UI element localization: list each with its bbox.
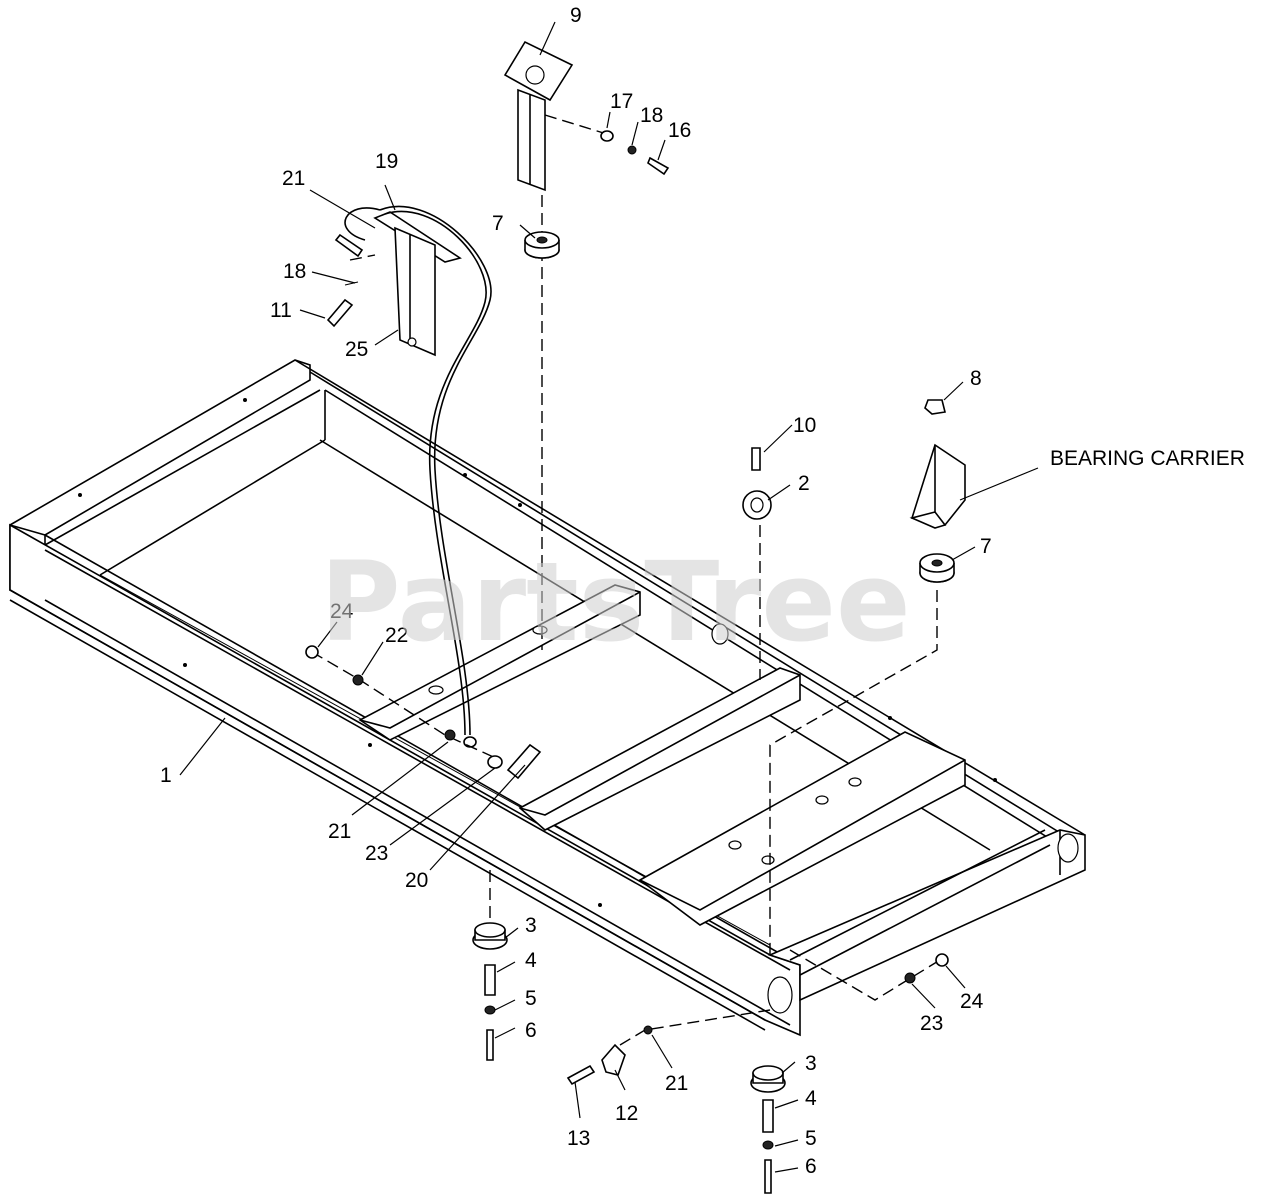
- nut-24-right: [935, 953, 949, 967]
- callout-24-right: 24: [960, 990, 984, 1013]
- mount-stack-left: [472, 922, 508, 1061]
- callout-8: 8: [970, 367, 982, 390]
- callout-4-right: 4: [805, 1087, 817, 1110]
- clamp-2: [742, 490, 772, 520]
- callout-1: 1: [160, 764, 172, 787]
- washer-21-lower: [643, 1025, 653, 1035]
- callout-19: 19: [375, 150, 398, 173]
- callout-21-lower: 21: [665, 1072, 688, 1095]
- bolt-10: [751, 447, 761, 471]
- bolt-20: [506, 743, 542, 780]
- callout-5-right: 5: [805, 1127, 817, 1150]
- washer-23-right: [904, 972, 916, 984]
- callout-18-left: 18: [283, 260, 306, 283]
- callout-17: 17: [610, 90, 633, 113]
- washer-22: [352, 674, 364, 686]
- isolator-7-top: [524, 231, 560, 259]
- callout-20: 20: [405, 869, 428, 892]
- ground-cable-19: [344, 205, 492, 736]
- callout-16: 16: [668, 119, 691, 142]
- callout-11: 11: [270, 299, 292, 322]
- lockwasher-18: [627, 145, 637, 155]
- watermark: PartsTree: [320, 538, 911, 666]
- bearing-carrier: [909, 443, 966, 529]
- bolt-16: [647, 156, 670, 176]
- bracket-25: [373, 211, 462, 357]
- callout-7-right: 7: [980, 535, 992, 558]
- washer-17: [600, 130, 614, 142]
- callout-21-top: 21: [282, 167, 305, 190]
- isolator-7-right: [919, 553, 955, 583]
- callout-5-left: 5: [525, 987, 537, 1010]
- nut-8: [924, 399, 946, 415]
- dash-21-lower: [619, 1009, 771, 1046]
- callout-25: 25: [345, 338, 368, 361]
- washer-23-mid: [487, 755, 503, 769]
- callout-9: 9: [570, 4, 582, 27]
- callout-21-mid: 21: [328, 820, 351, 843]
- callout-6-right: 6: [805, 1155, 817, 1178]
- callout-6-left: 6: [525, 1019, 537, 1042]
- nut-24-left: [305, 645, 319, 659]
- callout-3-left: 3: [525, 914, 537, 937]
- callout-18-top: 18: [640, 104, 663, 127]
- callout-7-top: 7: [492, 212, 504, 235]
- base-frame: [9, 359, 1086, 1037]
- callout-23-right: 23: [920, 1012, 943, 1035]
- dash-right-bottom: [789, 949, 941, 1001]
- screw-11: [326, 298, 354, 328]
- dash-bearing: [769, 590, 938, 960]
- mounting-bracket-9: [503, 40, 574, 192]
- callout-12: 12: [615, 1102, 638, 1125]
- callout-4-left: 4: [525, 949, 537, 972]
- callout-3-right: 3: [805, 1052, 817, 1075]
- bearing-carrier-label: BEARING CARRIER: [1050, 447, 1245, 470]
- callout-22: 22: [385, 624, 408, 647]
- screw-13: [566, 1064, 596, 1086]
- callout-23-mid: 23: [365, 842, 388, 865]
- callout-10: 10: [793, 414, 816, 437]
- washer-21-mid: [444, 729, 456, 741]
- callout-2: 2: [798, 472, 810, 495]
- ground-cable-19-shadow: [384, 210, 487, 736]
- callout-24-left: 24: [330, 600, 354, 623]
- clip-12: [601, 1043, 626, 1076]
- dash-24-22: [311, 651, 501, 761]
- callout-13: 13: [567, 1127, 590, 1150]
- mount-stack-right: [750, 1065, 786, 1194]
- bracket-dash-line: [544, 114, 611, 136]
